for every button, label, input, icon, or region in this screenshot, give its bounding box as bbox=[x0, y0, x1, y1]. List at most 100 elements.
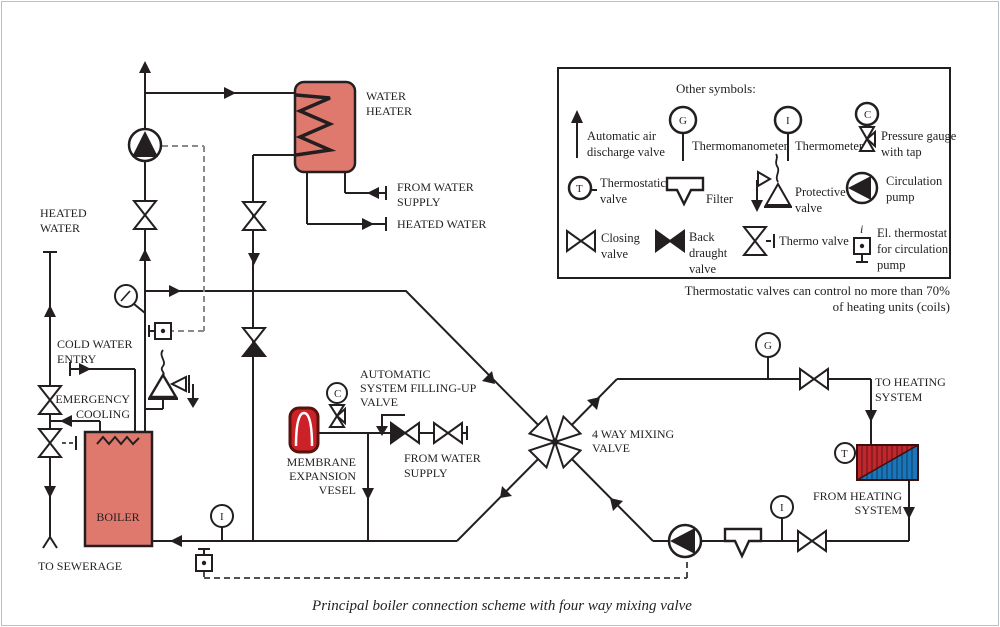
heater-coil-icon bbox=[295, 93, 337, 157]
closing-valve-heating-supply-icon bbox=[799, 367, 829, 391]
legend-back-draught-label-3: valve bbox=[689, 262, 717, 276]
arrow-heated-water-up bbox=[44, 305, 56, 317]
radiator-icon bbox=[856, 444, 919, 481]
arrow-riser-up bbox=[139, 249, 151, 261]
legend-thermostatic-label-1: Thermostatic bbox=[600, 176, 666, 190]
emergency-cooling-pipe bbox=[50, 420, 101, 432]
membrane-vessel-label-2: EXPANSION bbox=[289, 469, 356, 483]
legend-note-2: of heating units (coils) bbox=[833, 299, 950, 314]
filter-icon bbox=[723, 527, 763, 559]
bottom-thermostat-dashed-line bbox=[203, 559, 688, 579]
legend-closing-label-1: Closing bbox=[601, 231, 641, 245]
air-discharge-arrow bbox=[139, 61, 151, 73]
legend-back-draught-label-2: draught bbox=[689, 246, 728, 260]
legend-thermo-valve-icon bbox=[741, 226, 775, 256]
auto-fill-valve-label-2: SYSTEM FILLING-UP bbox=[360, 381, 477, 395]
legend-thermostatic-label-2: valve bbox=[600, 192, 628, 206]
arrow-to-heater bbox=[224, 87, 236, 99]
valves bbox=[36, 127, 858, 572]
thermomanometer-icon bbox=[755, 332, 781, 358]
el-thermostat-upper-icon bbox=[148, 322, 172, 340]
legend-filter-icon bbox=[665, 176, 705, 207]
four-way-valve-label-1: 4 WAY MIXING bbox=[592, 427, 675, 441]
closing-valve-heater-return-icon bbox=[240, 201, 268, 231]
legend-thermomanometer-icon bbox=[668, 105, 698, 161]
membrane-curve bbox=[294, 411, 314, 447]
closing-valve-filling-icon bbox=[433, 421, 463, 445]
legend-el-thermostat-label-3: pump bbox=[877, 258, 905, 272]
arrow-sewerage-down bbox=[44, 486, 56, 498]
from-water-supply-top-label-2: SUPPLY bbox=[397, 195, 441, 209]
legend-el-thermostat-icon bbox=[853, 237, 871, 263]
legend-thermomanometer-label: Thermomanometer bbox=[692, 139, 789, 153]
from-water-supply-mid-label-1: FROM WATER bbox=[404, 451, 481, 465]
membrane-vessel-label-3: VESEL bbox=[319, 483, 356, 497]
legend-back-draught-valve-icon bbox=[655, 229, 685, 253]
from-heating-system-label-2: SYSTEM bbox=[855, 503, 903, 517]
auto-fill-valve-label-3: VALVE bbox=[360, 395, 398, 409]
arrow-heater-return-down bbox=[248, 253, 260, 265]
heated-water-left-label-2: WATER bbox=[40, 221, 80, 235]
to-heating-system-label-2: SYSTEM bbox=[875, 390, 923, 404]
filling-valve-bracket bbox=[381, 414, 405, 430]
manometer-icon bbox=[114, 284, 146, 314]
filling-valve-icon bbox=[390, 421, 420, 445]
boiler-coil-icon bbox=[96, 435, 140, 446]
to-sewerage-label: TO SEWERAGE bbox=[38, 559, 122, 573]
legend-thermo-valve-label: Thermo valve bbox=[779, 234, 849, 248]
closing-valve-heating-return-icon bbox=[797, 529, 827, 553]
thermostatic-glyph: T bbox=[841, 448, 848, 460]
supply-to-heater-pipe bbox=[344, 172, 386, 194]
legend-title: Other symbols: bbox=[676, 81, 756, 96]
thermometer-return-icon bbox=[770, 495, 794, 519]
arrow-into-boiler bbox=[170, 535, 182, 547]
legend-back-draught-label-1: Back bbox=[689, 230, 715, 244]
legend-thermometer-label: Thermometer bbox=[795, 139, 864, 153]
legend-note-1: Thermostatic valves can control no more … bbox=[685, 283, 951, 298]
heated-water-out-label: HEATED WATER bbox=[397, 217, 486, 231]
closing-valve-sewerage-icon bbox=[36, 385, 64, 415]
legend-air-arrowhead bbox=[571, 110, 583, 123]
cold-water-entry-label-2: ENTRY bbox=[57, 352, 97, 366]
water-heater-label-2: HEATER bbox=[366, 104, 412, 118]
thermometer-glyph-2: I bbox=[780, 502, 784, 514]
arrow-diag-supply bbox=[482, 371, 495, 384]
legend-thermomanometer-glyph: G bbox=[679, 115, 687, 127]
arrow-diag-from-heating bbox=[610, 498, 623, 511]
four-way-mixing-valve-icon bbox=[527, 414, 583, 470]
four-way-valve-label-2: VALVE bbox=[592, 441, 630, 455]
legend-pump-label-1: Circulation bbox=[886, 174, 943, 188]
el-thermostat-lower-icon bbox=[195, 548, 213, 572]
from-water-supply-mid-label-2: SUPPLY bbox=[404, 466, 448, 480]
arrow-to-radiator bbox=[865, 410, 877, 422]
diagram-labels: HEATED WATER WATER HEATER FROM WATER SUP… bbox=[38, 89, 946, 573]
circulation-pump-riser-icon bbox=[127, 127, 163, 163]
legend-pressure-label-2: with tap bbox=[881, 145, 922, 159]
arrow-cold-water bbox=[79, 363, 91, 375]
arrow-vessel-drop bbox=[362, 488, 374, 500]
pressure-glyph: C bbox=[334, 388, 341, 400]
legend-closing-label-2: valve bbox=[601, 247, 629, 261]
legend-protective-label-2: valve bbox=[795, 201, 823, 215]
thermo-valve-icon bbox=[36, 428, 64, 458]
legend-pump-label-2: pump bbox=[886, 190, 914, 204]
emergency-cooling-label-1: EMERGENCY bbox=[55, 392, 130, 406]
legend-el-thermostat-label-2: for circulation bbox=[877, 242, 949, 256]
legend-circulation-pump-icon bbox=[845, 171, 879, 205]
legend-closing-valve-icon bbox=[566, 229, 596, 253]
membrane-vessel-icon bbox=[288, 406, 320, 454]
legend-thermometer-glyph: I bbox=[786, 115, 790, 127]
thermometer-glyph-1: I bbox=[220, 511, 224, 523]
radiator-diagonal bbox=[856, 444, 919, 481]
emergency-cooling-label-2: COOLING bbox=[76, 407, 130, 421]
pressure-gauge-tap-icon bbox=[326, 382, 348, 428]
water-heater-label-1: WATER bbox=[366, 89, 406, 103]
legend-protective-valve-icon bbox=[751, 153, 792, 212]
thermomanometer-glyph: G bbox=[764, 340, 772, 352]
arrow-from-radiator bbox=[903, 507, 915, 519]
legend-thermometer-icon bbox=[773, 105, 803, 161]
legend-pressure-glyph: C bbox=[864, 109, 871, 121]
